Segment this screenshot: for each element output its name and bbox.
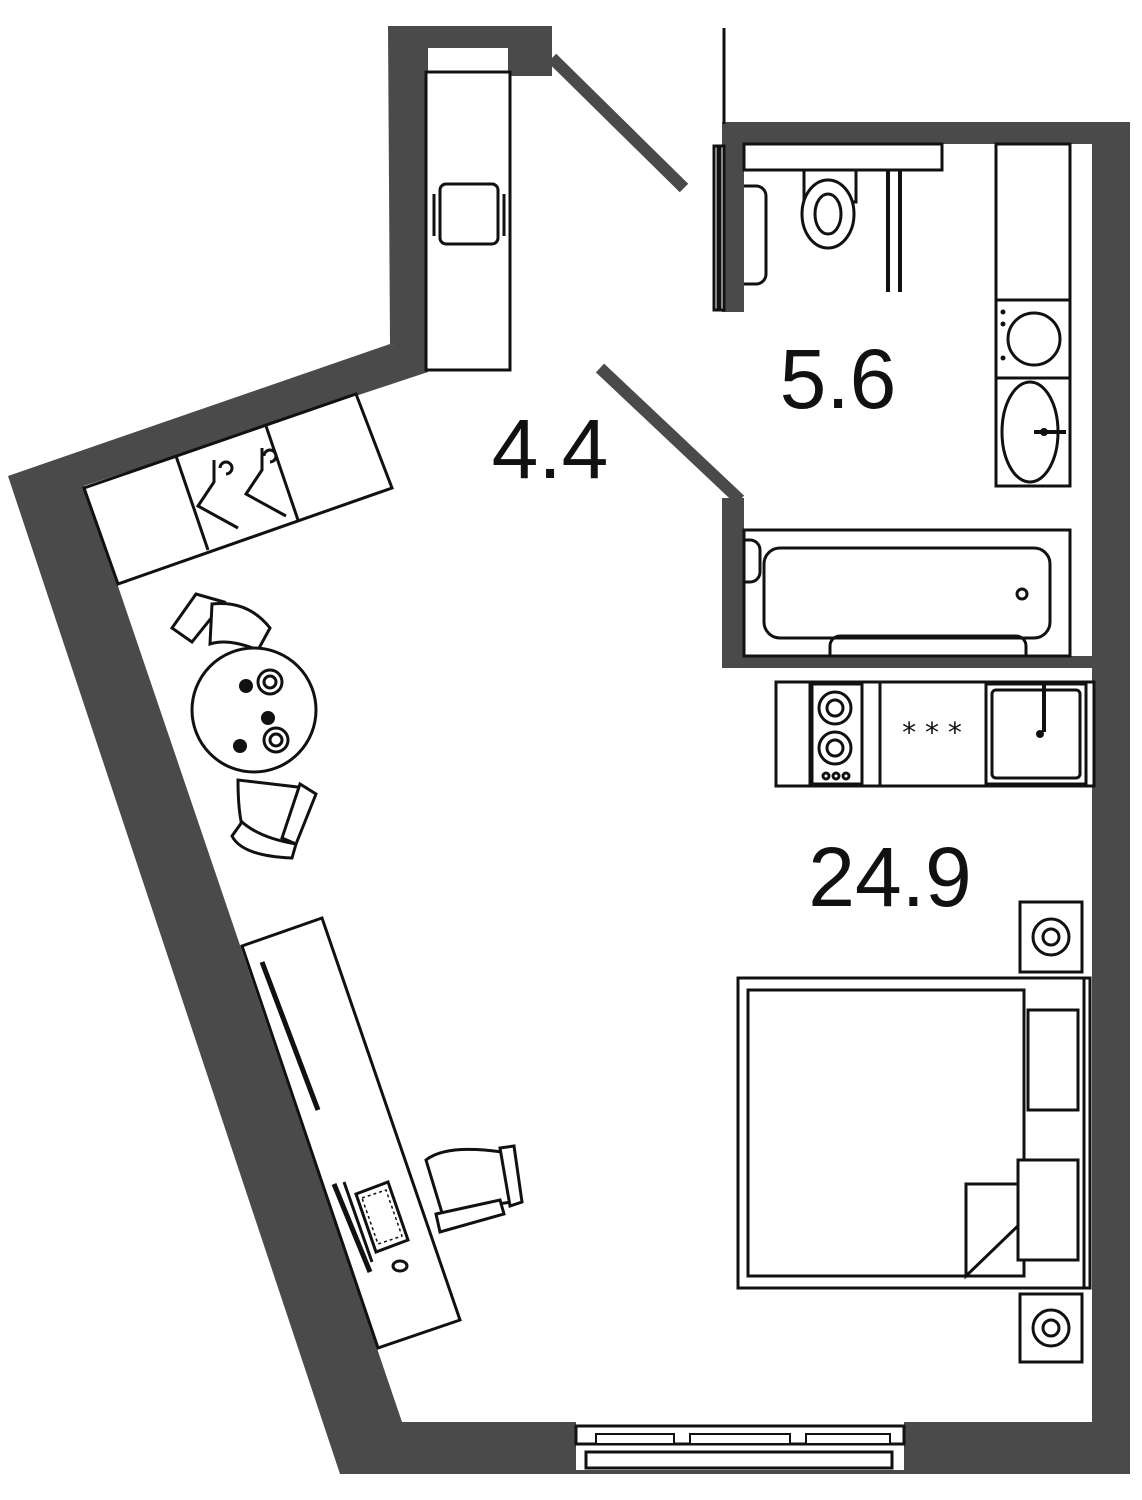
bed-set [736, 900, 1092, 1364]
hanger-icon [243, 448, 287, 518]
stove-marks: * * * [902, 716, 962, 749]
chair-icon [230, 778, 318, 860]
hallway-area-label: 4.4 [492, 402, 609, 496]
dining-set [169, 592, 318, 860]
kitchen-sink-icon [984, 682, 1088, 786]
lamp-icon [1018, 1292, 1084, 1364]
living-wardrobe [82, 392, 394, 586]
exterior-walls [8, 26, 1130, 1474]
desk-set [240, 916, 524, 1350]
living-area-label: 24.9 [808, 830, 972, 924]
chair-icon [424, 1144, 524, 1234]
hallway-wardrobe [424, 70, 512, 372]
bathroom-door[interactable] [712, 144, 726, 312]
toilet-icon [800, 168, 858, 250]
balcony-window [574, 1424, 906, 1470]
bathroom-fixtures [742, 142, 1072, 658]
washing-machine-icon [994, 298, 1072, 380]
hanger-icon [195, 460, 239, 530]
sink-icon [994, 376, 1072, 488]
chair-icon [169, 592, 272, 652]
hob-icon [810, 682, 864, 786]
keyboard-icon [354, 1180, 410, 1254]
bathtub-icon [742, 528, 1072, 658]
kitchen-counter: * * * [774, 680, 1096, 788]
bathroom-area-label: 5.6 [780, 332, 897, 426]
lamp-icon [1018, 900, 1084, 974]
